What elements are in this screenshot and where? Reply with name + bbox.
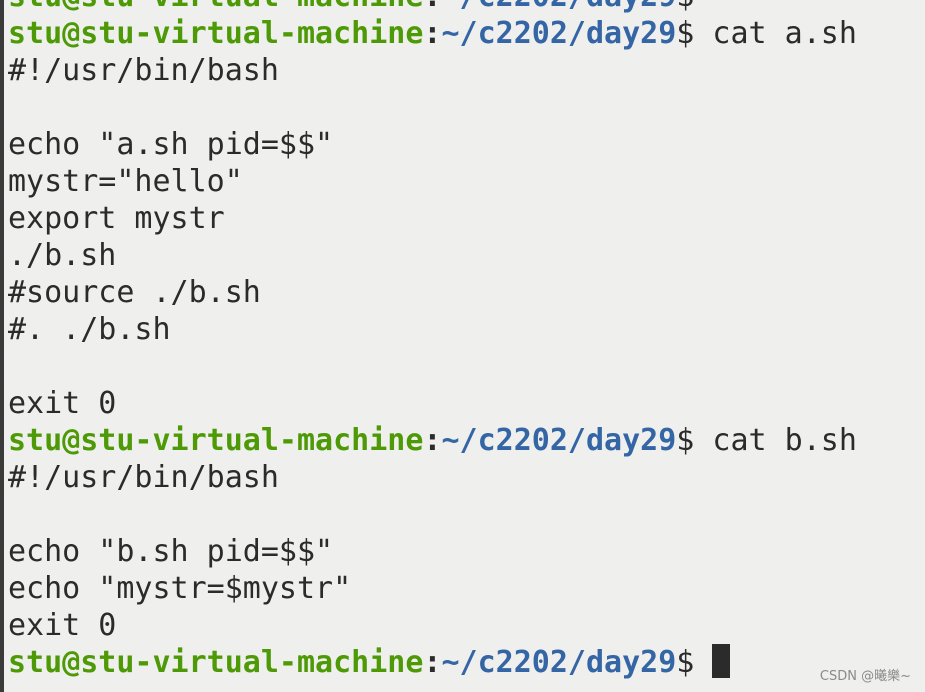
prompt-separator: : bbox=[423, 16, 442, 51]
prompt-user-host: stu@stu-virtual-machine bbox=[8, 423, 424, 458]
watermark: CSDN @曦樂~ bbox=[819, 669, 911, 684]
prompt-symbol: $ bbox=[676, 423, 695, 458]
prompt-separator: : bbox=[423, 0, 441, 14]
prompt-symbol: $ bbox=[676, 16, 695, 51]
output-line: #. ./b.sh bbox=[8, 312, 171, 347]
output-line: echo "a.sh pid=$$" bbox=[8, 127, 334, 162]
output-line: exit 0 bbox=[8, 386, 117, 421]
text-cursor[interactable] bbox=[712, 644, 731, 678]
prompt-line: stu@stu-virtual-machine:~/c2202/day29$ bbox=[8, 644, 857, 681]
prompt-symbol: $ bbox=[676, 645, 695, 680]
prompt-line: stu@stu-virtual-machine:~/c2202/day29$ bbox=[8, 0, 857, 15]
terminal-output[interactable]: stu@stu-virtual-machine:~/c2202/day29$st… bbox=[8, 0, 857, 681]
output-line: echo "b.sh pid=$$" bbox=[8, 534, 334, 569]
prompt-separator: : bbox=[423, 423, 442, 458]
prompt-line: stu@stu-virtual-machine:~/c2202/day29$ c… bbox=[8, 15, 857, 52]
output-line bbox=[8, 496, 857, 533]
output-line bbox=[8, 89, 857, 126]
prompt-path: ~/c2202/day29 bbox=[441, 16, 677, 51]
output-line: #source ./b.sh bbox=[8, 275, 261, 310]
output-line: mystr="hello" bbox=[8, 164, 243, 199]
command-text: cat b.sh bbox=[694, 423, 857, 458]
output-line bbox=[8, 348, 857, 385]
output-line: #!/usr/bin/bash bbox=[8, 53, 279, 88]
prompt-separator: : bbox=[423, 645, 442, 680]
output-line: export mystr bbox=[8, 201, 225, 236]
output-line: echo "mystr=$mystr" bbox=[8, 571, 352, 606]
command-text: cat a.sh bbox=[694, 16, 857, 51]
prompt-user-host: stu@stu-virtual-machine bbox=[8, 16, 424, 51]
prompt-path: ~/c2202/day29 bbox=[441, 645, 677, 680]
window-border bbox=[0, 0, 4, 692]
output-line: ./b.sh bbox=[8, 238, 117, 273]
prompt-user-host: stu@stu-virtual-machine bbox=[8, 645, 424, 680]
prompt-symbol: $ bbox=[676, 0, 694, 14]
prompt-path: ~/c2202/day29 bbox=[441, 423, 677, 458]
prompt-line: stu@stu-virtual-machine:~/c2202/day29$ c… bbox=[8, 422, 857, 459]
prompt-user-host: stu@stu-virtual-machine bbox=[8, 0, 423, 14]
output-line: #!/usr/bin/bash bbox=[8, 460, 279, 495]
output-line: exit 0 bbox=[8, 608, 117, 643]
prompt-path: ~/c2202/day29 bbox=[441, 0, 676, 14]
